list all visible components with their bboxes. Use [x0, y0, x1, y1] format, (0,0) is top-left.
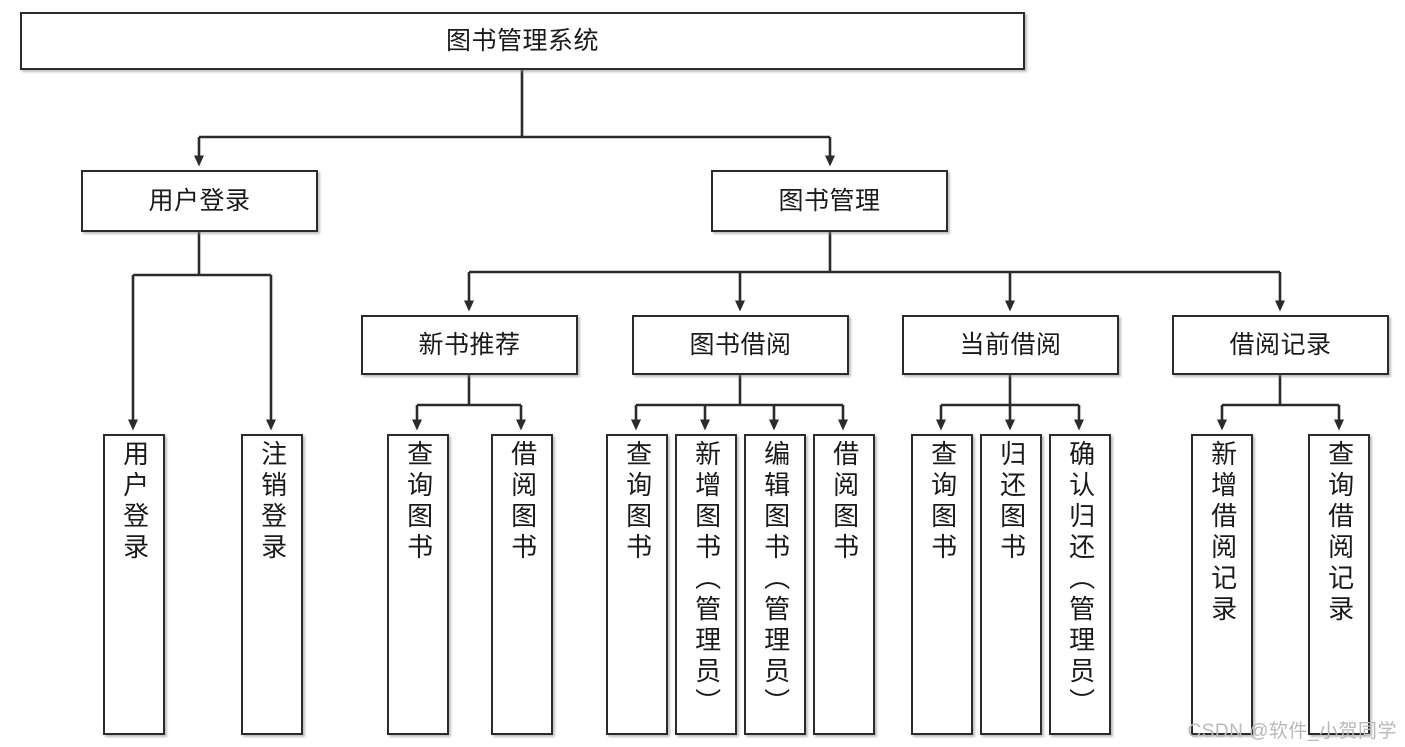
- node-borrow-record-label: 借阅记录: [1229, 330, 1332, 359]
- node-leaf-logout-login[interactable]: 注销登录: [241, 434, 303, 735]
- node-root[interactable]: 图书管理系统: [20, 12, 1025, 70]
- node-leaf-query-book-1-label: 查询图书: [403, 440, 434, 564]
- node-leaf-confirm-return-admin-label: 确认归还（管理员）: [1065, 440, 1096, 719]
- node-leaf-query-book-2[interactable]: 查询图书: [606, 434, 668, 735]
- node-leaf-add-borrow-record-label: 新增借阅记录: [1207, 440, 1238, 626]
- node-leaf-borrow-book-2[interactable]: 借阅图书: [813, 434, 875, 735]
- node-user-login[interactable]: 用户登录: [81, 170, 318, 232]
- node-current-borrow-label: 当前借阅: [959, 330, 1062, 359]
- node-leaf-query-book-3[interactable]: 查询图书: [911, 434, 973, 735]
- node-leaf-user-login[interactable]: 用户登录: [103, 434, 165, 735]
- node-current-borrow[interactable]: 当前借阅: [902, 315, 1119, 375]
- node-leaf-add-book-admin[interactable]: 新增图书（管理员）: [675, 434, 737, 735]
- node-leaf-confirm-return-admin[interactable]: 确认归还（管理员）: [1049, 434, 1111, 735]
- node-leaf-query-book-3-label: 查询图书: [927, 440, 958, 564]
- node-leaf-query-book-2-label: 查询图书: [622, 440, 653, 564]
- node-leaf-logout-login-label: 注销登录: [257, 440, 288, 564]
- node-leaf-add-borrow-record[interactable]: 新增借阅记录: [1191, 434, 1253, 735]
- node-leaf-borrow-book-1[interactable]: 借阅图书: [491, 434, 553, 735]
- node-leaf-user-login-label: 用户登录: [119, 440, 150, 564]
- node-leaf-add-book-admin-label: 新增图书（管理员）: [691, 440, 722, 719]
- node-leaf-borrow-book-2-label: 借阅图书: [829, 440, 860, 564]
- node-book-borrow-label: 图书借阅: [689, 330, 792, 359]
- node-new-book-recommend-label: 新书推荐: [418, 330, 521, 359]
- node-leaf-query-book-1[interactable]: 查询图书: [387, 434, 449, 735]
- node-borrow-record[interactable]: 借阅记录: [1172, 315, 1389, 375]
- node-leaf-edit-book-admin-label: 编辑图书（管理员）: [760, 440, 791, 719]
- node-leaf-return-book-label: 归还图书: [996, 440, 1027, 564]
- node-leaf-query-borrow-record-label: 查询借阅记录: [1324, 440, 1355, 626]
- node-leaf-borrow-book-1-label: 借阅图书: [507, 440, 538, 564]
- node-user-login-label: 用户登录: [148, 186, 251, 215]
- node-book-manage[interactable]: 图书管理: [711, 170, 948, 232]
- node-leaf-edit-book-admin[interactable]: 编辑图书（管理员）: [744, 434, 806, 735]
- node-book-borrow[interactable]: 图书借阅: [632, 315, 849, 375]
- node-new-book-recommend[interactable]: 新书推荐: [361, 315, 578, 375]
- node-root-label: 图书管理系统: [445, 26, 599, 55]
- node-leaf-return-book[interactable]: 归还图书: [980, 434, 1042, 735]
- node-leaf-query-borrow-record[interactable]: 查询借阅记录: [1308, 434, 1370, 735]
- csdn-watermark: CSDN @软件_小贺同学: [1187, 721, 1397, 742]
- node-book-manage-label: 图书管理: [778, 186, 881, 215]
